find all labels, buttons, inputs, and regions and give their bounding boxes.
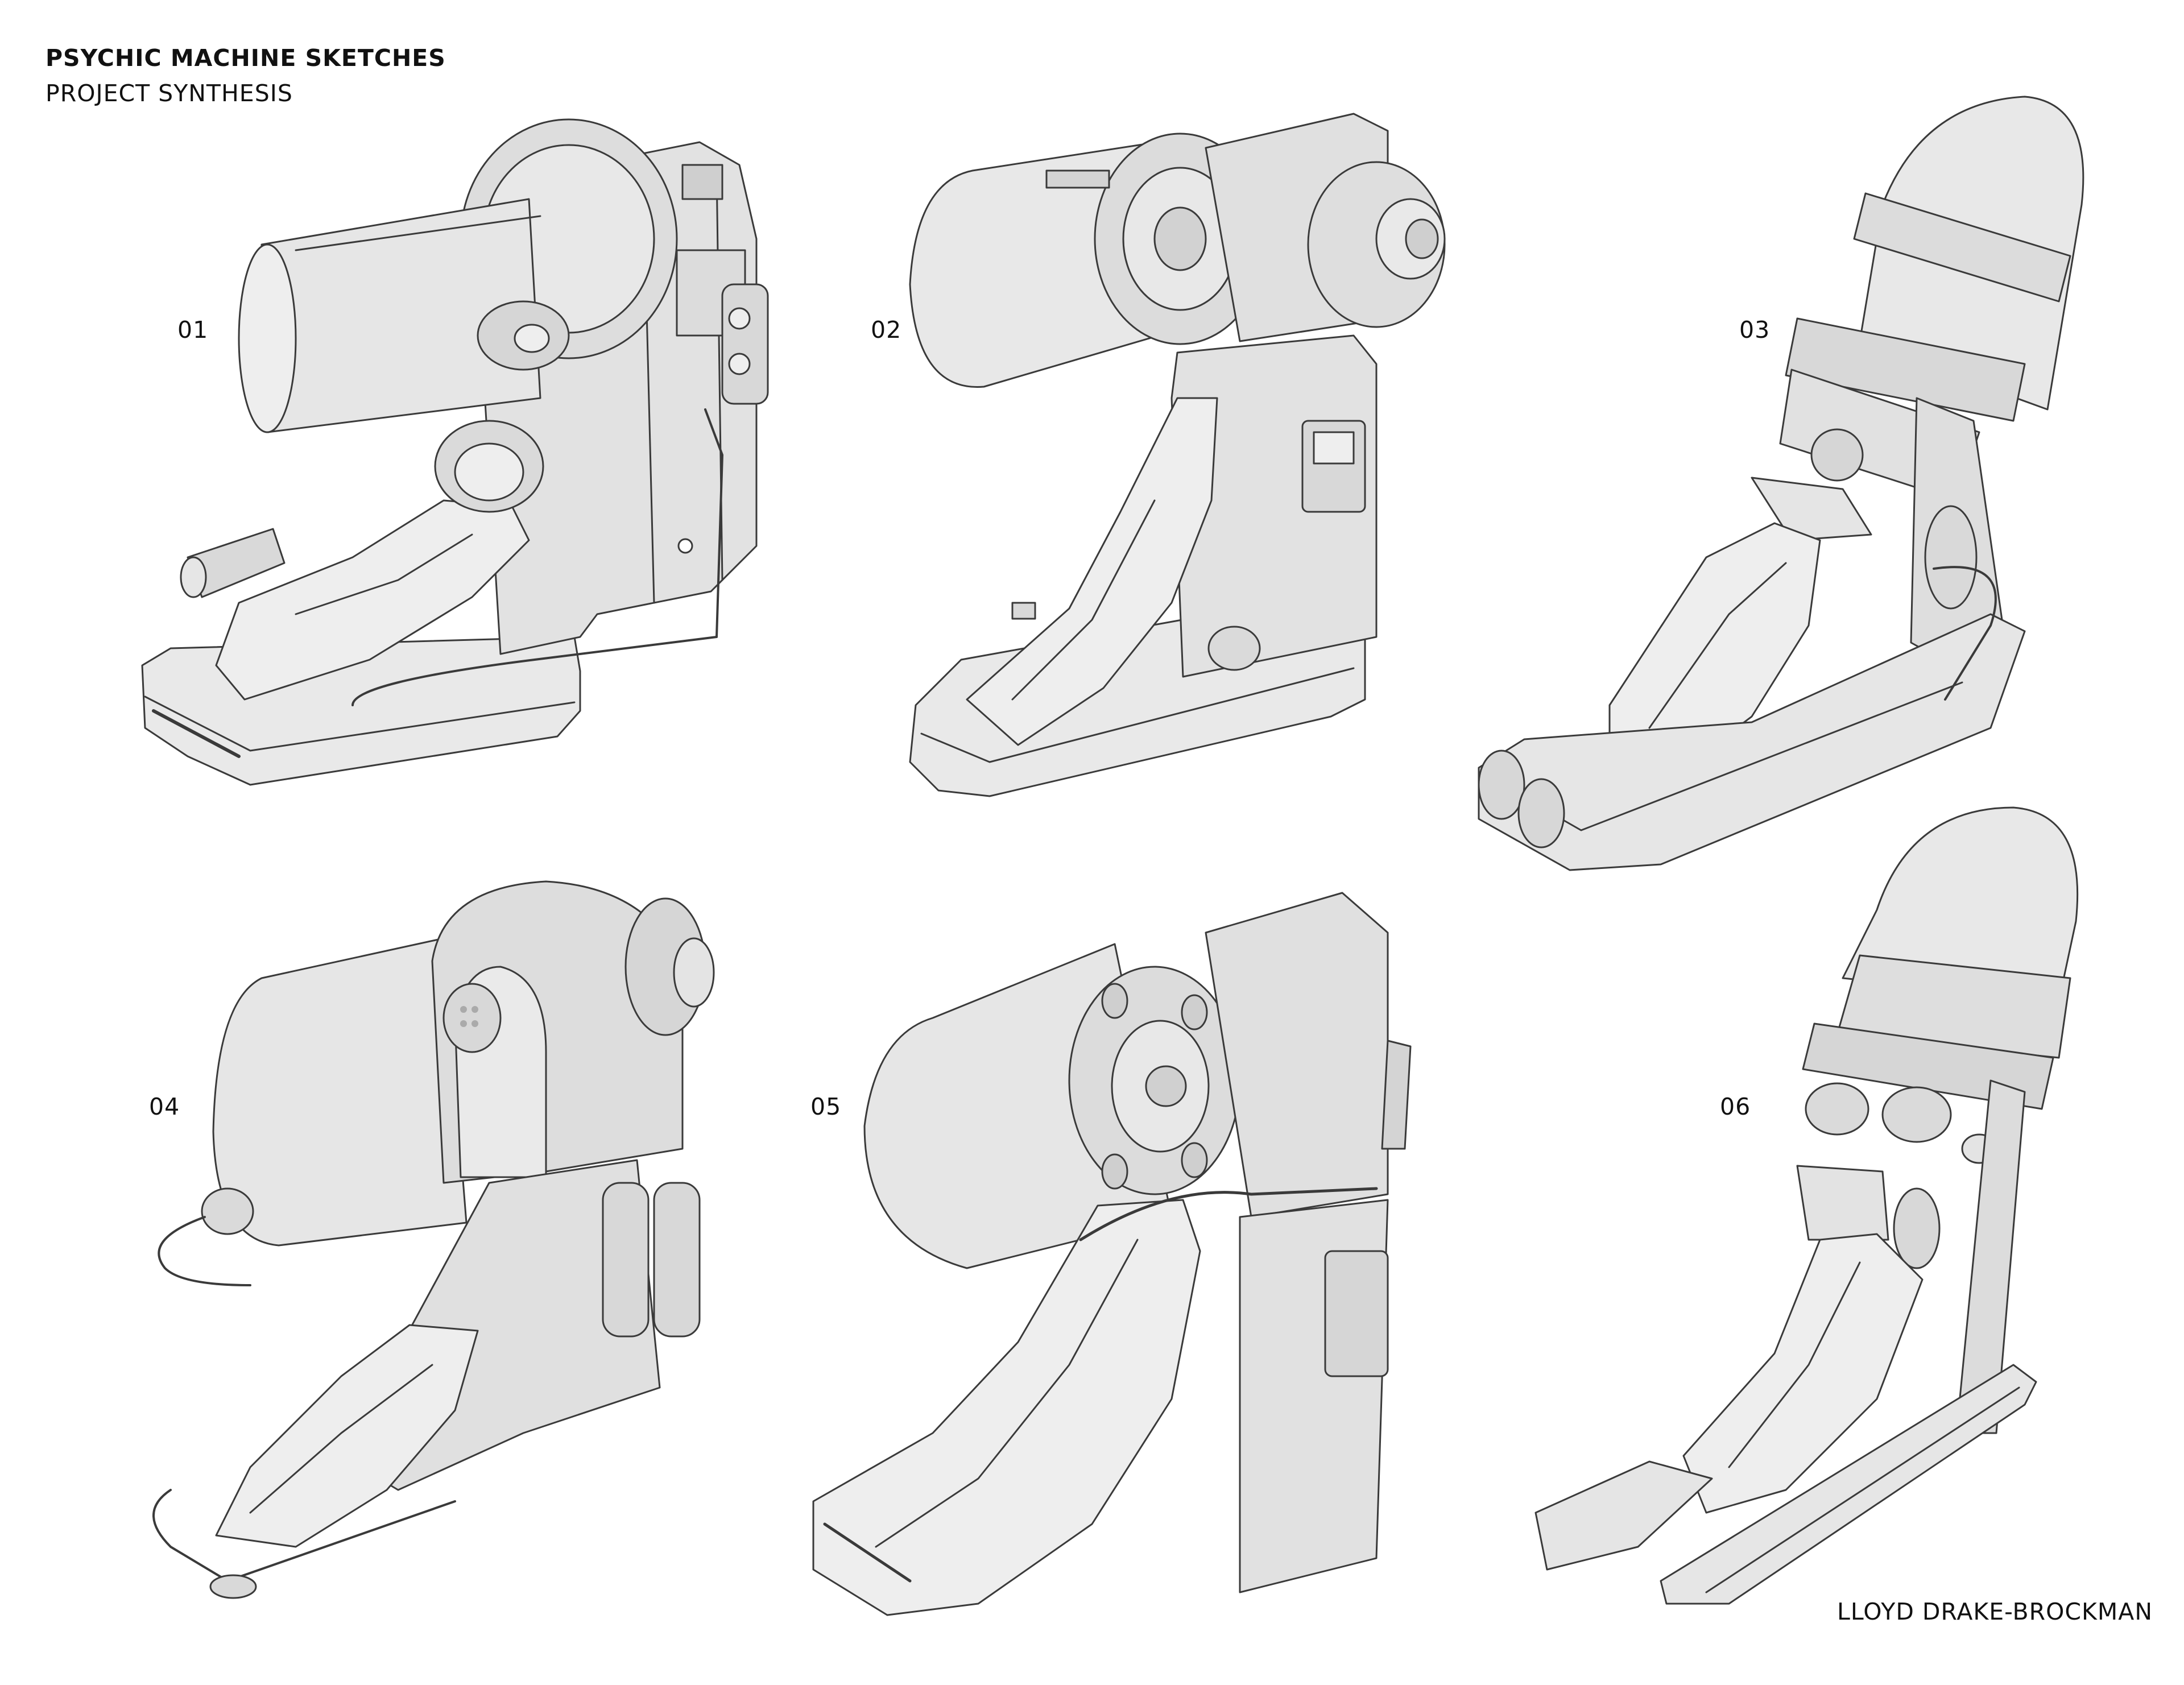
sketch-number-06: 06 — [1720, 1093, 1751, 1120]
machine-sketch-01 — [142, 119, 768, 785]
sketch-number-03: 03 — [1739, 316, 1771, 343]
page-title: PSYCHIC MACHINE SKETCHES — [46, 44, 446, 72]
machine-sketch-06 — [1536, 808, 2078, 1604]
machine-sketch-04 — [154, 881, 714, 1598]
artist-credit: LLOYD DRAKE-BROCKMAN — [1837, 1598, 2153, 1625]
sketch-number-05: 05 — [810, 1093, 842, 1120]
page-subtitle: PROJECT SYNTHESIS — [46, 80, 293, 107]
machine-sketch-05 — [813, 893, 1410, 1615]
machine-sketch-03 — [1479, 97, 2083, 870]
sketch-number-02: 02 — [871, 316, 902, 343]
sketch-number-04: 04 — [149, 1093, 180, 1120]
sketch-number-01: 01 — [177, 316, 209, 343]
machine-sketch-02 — [910, 114, 1445, 796]
